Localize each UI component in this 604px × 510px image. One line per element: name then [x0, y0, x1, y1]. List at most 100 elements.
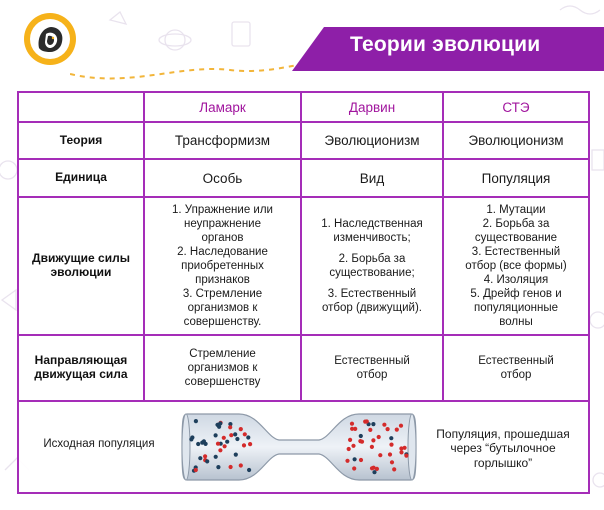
population-dot [201, 439, 206, 444]
population-dot [235, 436, 240, 442]
population-dot [376, 434, 381, 440]
population-dot [398, 423, 404, 428]
population-dot [248, 442, 253, 447]
population-dot [368, 427, 373, 432]
population-dot [222, 444, 227, 449]
population-dot [350, 426, 355, 431]
population-dot [221, 435, 226, 440]
population-dot [404, 453, 409, 458]
population-dot [193, 419, 198, 424]
population-dot [217, 424, 222, 429]
cell-ste-driving-forces: 1. Мутации 2. Борьба за существование 3.… [442, 196, 590, 336]
population-dot [353, 426, 358, 431]
population-dot [399, 446, 404, 451]
population-dot [402, 445, 407, 450]
table-row-unit: Единица Особь Вид Популяция [17, 158, 590, 198]
population-dot [242, 432, 247, 437]
population-dot [392, 467, 397, 472]
evolution-theories-table: Ламарк Дарвин СТЭ Теория Трансформизм Эв… [17, 91, 590, 494]
population-dot [238, 463, 243, 468]
population-dot [369, 444, 374, 449]
cell-darwin-theory: Эволюционизм [300, 121, 444, 160]
population-dot [374, 466, 379, 471]
population-dot [351, 443, 356, 448]
page-title: Теории эволюции [350, 33, 541, 56]
population-dot [345, 458, 350, 463]
population-dot [205, 459, 210, 464]
population-dot [348, 437, 353, 442]
cell-lamarck-driving-forces: 1. Упражнение или неупражнение органов 2… [143, 196, 302, 336]
bottleneck-illustration [181, 413, 417, 481]
population-dot [247, 467, 252, 473]
population-dot [399, 450, 404, 455]
row-label-guiding-force: Направляющая движущая сила [17, 334, 145, 402]
column-header-lamarck: Ламарк [143, 91, 302, 123]
row-label-theory: Теория [17, 121, 145, 160]
cell-darwin-driving-forces: 1. Наследственная изменчивость; 2. Борьб… [300, 196, 444, 336]
table-header-row: Ламарк Дарвин СТЭ [17, 91, 590, 123]
table-row-theory: Теория Трансформизм Эволюционизм Эволюци… [17, 121, 590, 160]
population-dot [378, 453, 383, 458]
population-dot [218, 448, 223, 453]
population-dot [371, 422, 376, 427]
population-dot [382, 422, 387, 427]
population-dot [394, 427, 399, 432]
cell-darwin-guiding-force: Естественный отбор [300, 334, 444, 402]
population-dot [198, 456, 203, 461]
initial-population-label: Исходная популяция [43, 438, 155, 450]
bottleneck-cell: Исходная популяция [17, 400, 590, 494]
population-dot [213, 433, 218, 438]
column-header-darwin: Дарвин [300, 91, 444, 123]
cell-ste-guiding-force: Естественный отбор [442, 334, 590, 402]
dashed-decoration-line [70, 54, 370, 80]
cell-ste-unit: Популяция [442, 158, 590, 198]
population-dot [358, 433, 363, 439]
row-label-driving-forces: Движущие силы эволюции [17, 196, 145, 336]
population-dot [216, 465, 221, 470]
table-row-driving-forces: Движущие силы эволюции 1. Упражнение или… [17, 196, 590, 336]
population-dot [193, 467, 198, 473]
population-dot [228, 425, 233, 430]
population-dot [246, 435, 251, 440]
population-dot [233, 432, 238, 437]
cell-darwin-unit: Вид [300, 158, 444, 198]
bottleneck-caption: Популяция, прошедшая через “бутылочное г… [436, 427, 570, 470]
population-dot [228, 464, 233, 470]
population-dot [389, 460, 395, 465]
population-dot [385, 427, 390, 432]
population-dot [358, 439, 363, 444]
corner-cell [17, 91, 145, 123]
population-dot [352, 457, 357, 462]
population-dot [364, 419, 369, 424]
population-dot [349, 421, 355, 426]
lion-head-icon [38, 27, 63, 52]
population-dot [215, 441, 221, 446]
population-dot [369, 466, 375, 471]
column-header-ste: СТЭ [442, 91, 590, 123]
population-dot [225, 439, 230, 444]
title-banner [292, 27, 604, 71]
population-dot [233, 452, 238, 457]
population-dot [218, 421, 223, 426]
population-dot [213, 454, 218, 459]
cell-lamarck-guiding-force: Стремление организмов к совершенству [143, 334, 302, 402]
population-dot [229, 433, 234, 438]
population-dot [203, 454, 208, 459]
table-row-guiding-force: Направляющая движущая сила Стремление ор… [17, 334, 590, 402]
cell-ste-theory: Эволюционизм [442, 121, 590, 160]
population-dot [389, 442, 394, 447]
row-label-unit: Единица [17, 158, 145, 198]
population-dot [389, 436, 394, 441]
lion-logo [24, 13, 76, 65]
cell-lamarck-unit: Особь [143, 158, 302, 198]
population-dot [189, 437, 194, 442]
population-dot [387, 452, 393, 457]
population-dot [372, 470, 377, 475]
population-dot [196, 441, 201, 447]
population-dot [238, 427, 243, 432]
initial-population-dots [189, 419, 253, 473]
cell-lamarck-theory: Трансформизм [143, 121, 302, 160]
table-row-bottleneck: Исходная популяция [17, 400, 590, 494]
population-dot [346, 446, 351, 452]
population-dot [228, 422, 233, 427]
